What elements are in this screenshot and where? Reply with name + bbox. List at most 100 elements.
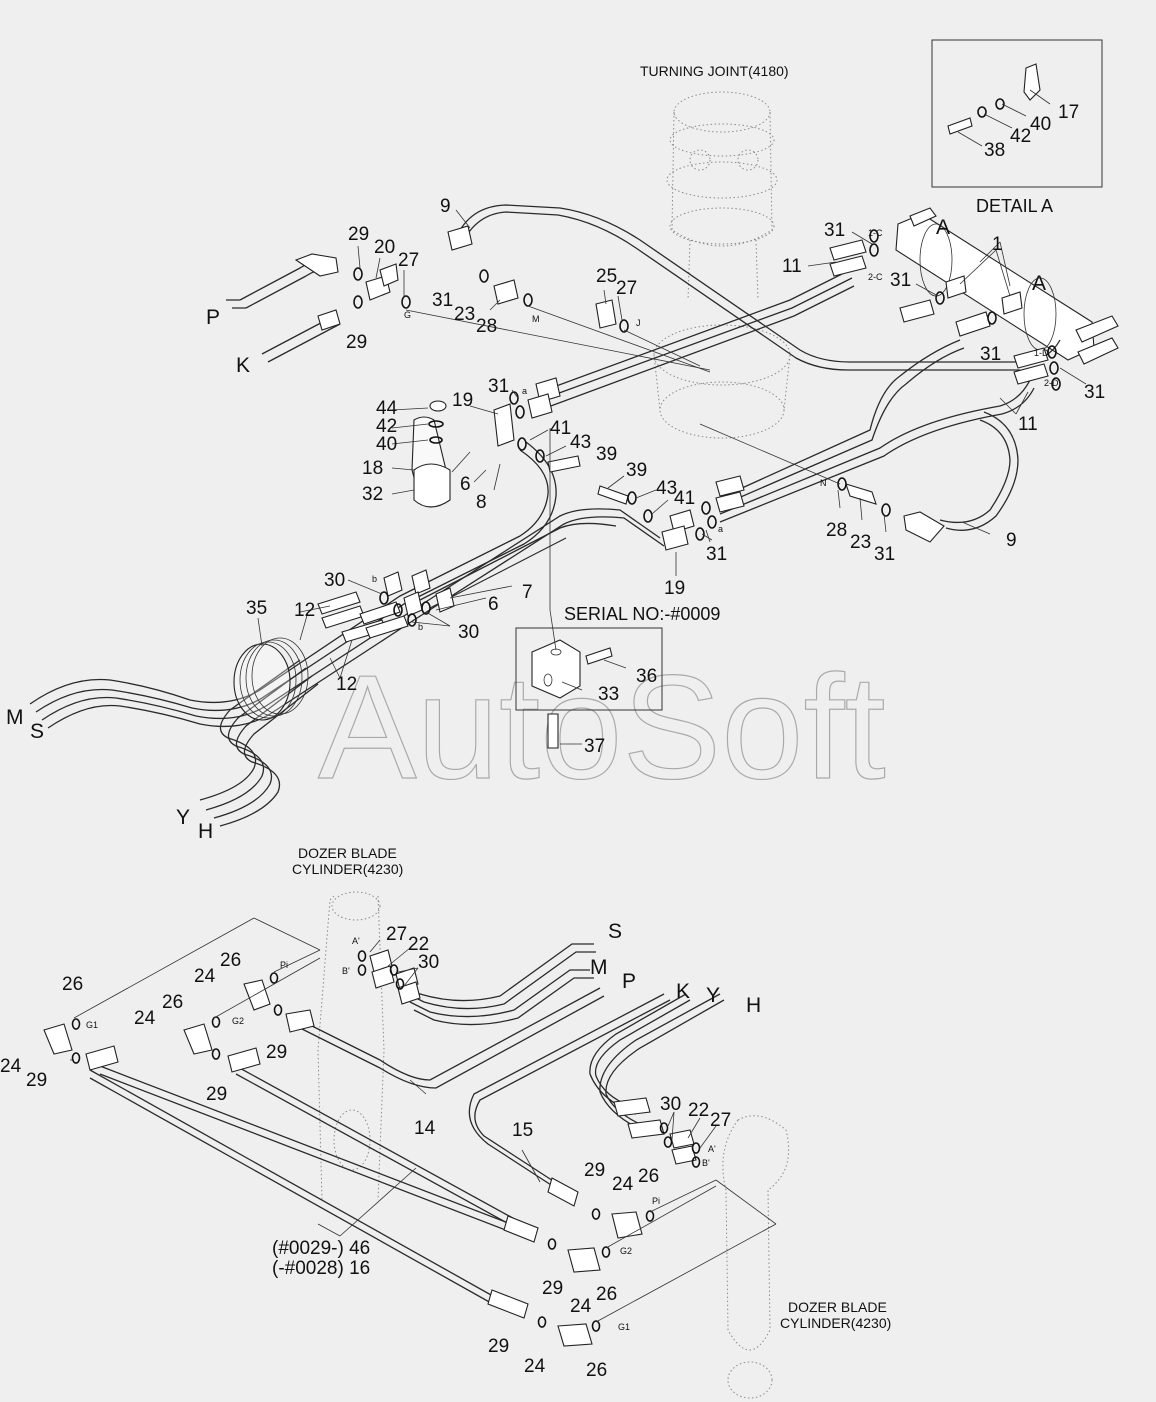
part-number: 42 — [376, 416, 397, 437]
part-number: 40 — [1030, 114, 1051, 135]
part-number: 29 — [542, 1278, 563, 1299]
part-number: 33 — [598, 684, 619, 705]
part-number: 23 — [850, 532, 871, 553]
port-code: B' — [342, 966, 350, 976]
port-code: b — [418, 622, 423, 632]
main-pipe-bundle — [29, 260, 665, 827]
part-number: 27 — [616, 278, 637, 299]
part-number: 39 — [626, 460, 647, 481]
clamp-35 — [233, 637, 309, 721]
part-number: 29 — [266, 1042, 287, 1063]
part-number: 17 — [1058, 102, 1079, 123]
part-number: 31 — [432, 290, 453, 311]
port-code: A' — [352, 936, 360, 946]
part-number: 27 — [386, 924, 407, 945]
port-code: B' — [702, 1158, 710, 1168]
port-code: Pi — [280, 960, 288, 970]
part-number: 6 — [488, 594, 499, 615]
serial-box — [515, 627, 663, 749]
port-letter: A — [936, 216, 950, 239]
part-number: 43 — [570, 432, 591, 453]
part-number: 9 — [440, 196, 451, 217]
leader-lines-lower — [70, 917, 777, 1323]
part-number: 26 — [596, 1284, 617, 1305]
serial-caption: SERIAL NO:-#0009 — [564, 604, 720, 624]
part-number: 14 — [414, 1118, 436, 1139]
port-code: G — [404, 310, 411, 320]
part-number: 12 — [294, 600, 315, 621]
port-letter: K — [236, 354, 250, 377]
detail-a-box — [931, 39, 1103, 188]
part-number: 28 — [826, 520, 847, 541]
part-number: 31 — [824, 220, 845, 241]
part-number: 31 — [706, 544, 727, 565]
port-code: N — [820, 478, 827, 488]
part-number: 18 — [362, 458, 383, 479]
serial-note-46: (#0029-) 46 — [272, 1238, 370, 1259]
dozer-bottom-caption-line2: CYLINDER(4230) — [780, 1315, 891, 1331]
dozer-top-caption-line2: CYLINDER(4230) — [292, 861, 403, 877]
port-letter: M — [6, 706, 24, 729]
part-number: 8 — [476, 492, 487, 513]
part-number: 29 — [348, 224, 369, 245]
part-number: 26 — [162, 992, 183, 1013]
watermark: AutoSoft — [318, 645, 886, 810]
port-code: G1 — [86, 1020, 98, 1030]
part-number: 24 — [612, 1174, 634, 1195]
part-number: 29 — [584, 1160, 605, 1181]
port-code: b — [372, 574, 377, 584]
part-number: 9 — [1006, 530, 1017, 551]
port-code: 2-D — [1044, 378, 1059, 388]
turning-joint-outline — [653, 91, 791, 439]
part-number: 19 — [452, 390, 473, 411]
part-number: 30 — [418, 952, 439, 973]
part-number: 26 — [638, 1166, 659, 1187]
part-number: 7 — [522, 582, 533, 603]
port-letter: P — [622, 970, 636, 993]
port-code: G1 — [618, 1322, 630, 1332]
part-number: 38 — [984, 140, 1005, 161]
part-number: 29 — [346, 332, 367, 353]
part-number: 29 — [26, 1070, 47, 1091]
port-code: a — [522, 386, 527, 396]
part-number: 39 — [596, 444, 617, 465]
manifold-block — [895, 207, 1119, 365]
dozer-top-caption-line1: DOZER BLADE — [298, 845, 397, 861]
part-number: 30 — [324, 570, 345, 591]
port-code: 1-C — [868, 228, 883, 238]
port-code: 2-C — [868, 272, 883, 282]
part-number: 24 — [570, 1296, 592, 1317]
part-number: 1 — [992, 234, 1003, 255]
part-number: 30 — [660, 1094, 681, 1115]
port-code: Pi — [652, 1196, 660, 1206]
lower-pipes — [89, 943, 725, 1309]
fittings-main — [294, 225, 1049, 643]
port-code: G2 — [232, 1016, 244, 1026]
fittings-lower — [43, 949, 697, 1347]
captions: TURNING JOINT(4180) DETAIL A SERIAL NO:-… — [272, 63, 1053, 1331]
part-number: 20 — [374, 237, 395, 258]
part-number: 37 — [584, 736, 605, 757]
port-letter-labels: P K M S Y H A A S M P K Y H — [6, 216, 1046, 1017]
port-letter: H — [746, 994, 761, 1017]
port-letter: M — [590, 956, 608, 979]
port-letter: P — [206, 306, 220, 329]
part-number: 27 — [398, 250, 419, 271]
part-number: 30 — [458, 622, 479, 643]
part-number: 26 — [586, 1360, 607, 1381]
part-number-labels: 9 29 20 27 29 31 23 28 25 27 31 11 31 1 … — [0, 102, 1105, 1381]
part-number: 31 — [1084, 382, 1105, 403]
part-number: 19 — [664, 578, 685, 599]
part-number: 32 — [362, 484, 383, 505]
part-number: 31 — [980, 344, 1001, 365]
port-code: G2 — [620, 1246, 632, 1256]
port-letter: H — [198, 820, 213, 843]
serial-note-16: (-#0028) 16 — [272, 1258, 370, 1279]
part-number: 23 — [454, 304, 475, 325]
part-number: 44 — [376, 398, 398, 419]
part-number: 43 — [656, 478, 677, 499]
part-number: 31 — [874, 544, 895, 565]
port-letter: S — [30, 720, 44, 743]
part-number: 42 — [1010, 126, 1031, 147]
